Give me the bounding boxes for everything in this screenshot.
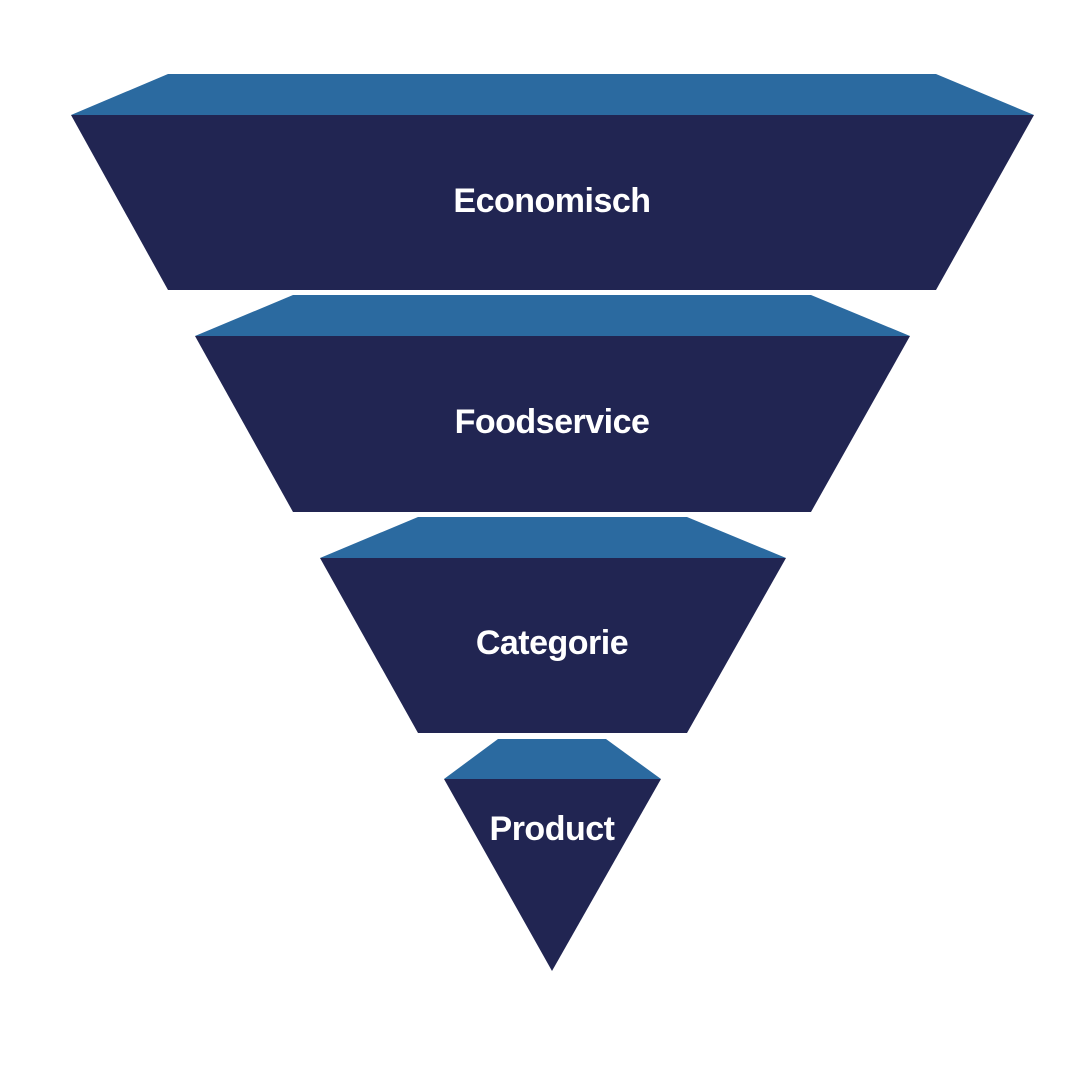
funnel-level-front-face — [71, 115, 1034, 290]
funnel-level-label: Product — [490, 810, 615, 848]
funnel-level-front-face — [444, 779, 661, 971]
funnel-level-top-face — [320, 517, 786, 558]
funnel-level-economisch: Economisch — [71, 74, 1034, 290]
funnel-level-label: Categorie — [476, 624, 628, 662]
funnel-level-front-face — [320, 558, 786, 733]
funnel-level-foodservice: Foodservice — [195, 295, 910, 512]
funnel-level-label: Economisch — [453, 182, 650, 220]
funnel-level-categorie: Categorie — [320, 517, 786, 733]
funnel-level-top-face — [444, 739, 661, 779]
funnel-level-top-face — [71, 74, 1034, 115]
funnel-level-product: Product — [444, 739, 661, 971]
funnel-level-front-face — [195, 336, 910, 512]
funnel-level-label: Foodservice — [455, 403, 650, 441]
funnel-level-top-face — [195, 295, 910, 336]
